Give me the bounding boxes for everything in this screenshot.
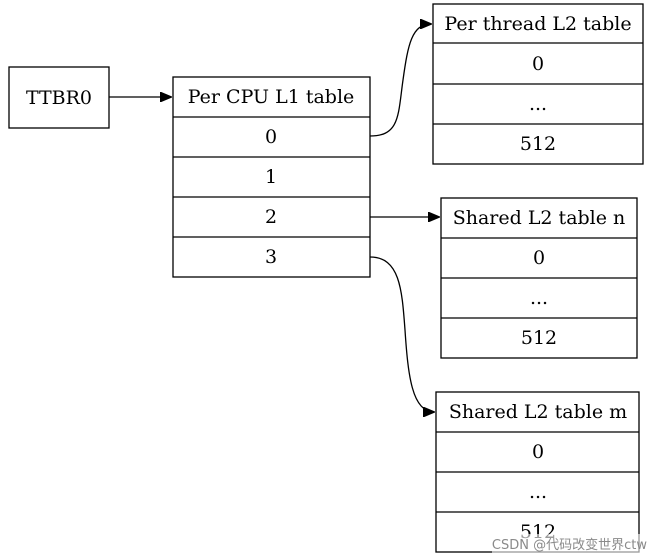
l1-table-row: 2 [265, 206, 277, 228]
thread-l2-table: Per thread L2 table 0 ... 512 [432, 3, 644, 165]
shared-l2-m-row: 0 [532, 441, 544, 463]
watermark-text: CSDN @代码改变世界ctw [491, 534, 647, 553]
l1-table: Per CPU L1 table 0 1 2 3 [172, 76, 371, 278]
thread-l2-row: ... [529, 93, 547, 115]
thread-l2-row: 0 [532, 53, 544, 75]
ttbr0-box: TTBR0 [8, 66, 110, 129]
edge-l1-row3-to-shared-m [369, 256, 434, 412]
shared-l2-m-table: Shared L2 table m 0 ... 512 [435, 391, 640, 553]
l1-table-row: 1 [265, 166, 277, 188]
shared-l2-n-title: Shared L2 table n [453, 207, 626, 229]
shared-l2-n-row: 0 [533, 247, 545, 269]
shared-l2-n-table: Shared L2 table n 0 ... 512 [440, 197, 638, 359]
l1-table-title: Per CPU L1 table [188, 86, 355, 108]
ttbr0-label: TTBR0 [26, 87, 92, 109]
edge-l1-row0-to-thread-l2 [369, 24, 431, 137]
shared-l2-n-row: 512 [521, 327, 557, 349]
thread-l2-title: Per thread L2 table [444, 13, 631, 35]
thread-l2-row: 512 [520, 133, 556, 155]
shared-l2-n-row: ... [530, 287, 548, 309]
l1-table-row: 0 [265, 126, 277, 148]
shared-l2-m-title: Shared L2 table m [449, 401, 627, 423]
shared-l2-m-row: ... [529, 481, 547, 503]
l1-table-row: 3 [265, 246, 277, 268]
